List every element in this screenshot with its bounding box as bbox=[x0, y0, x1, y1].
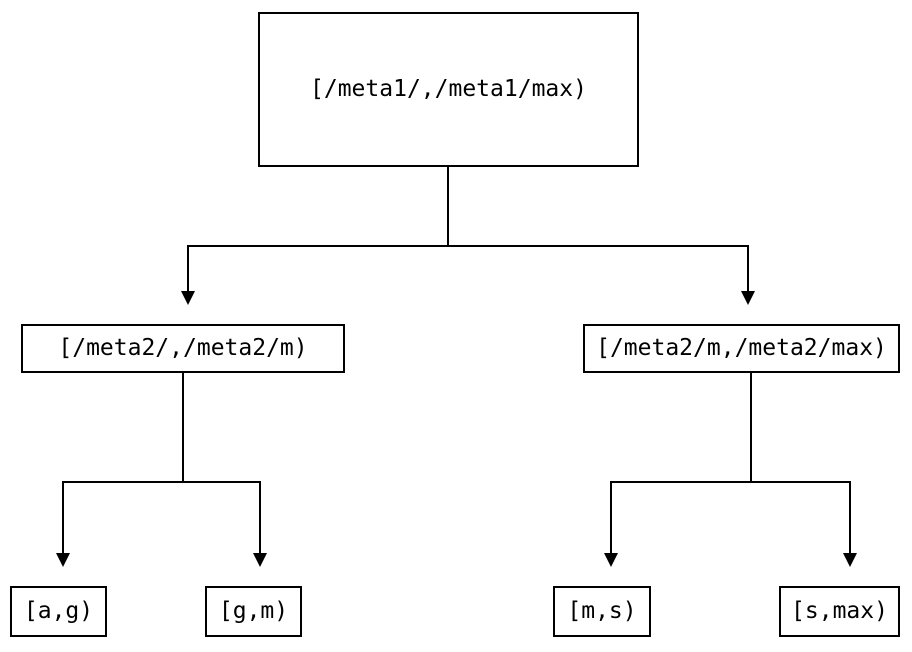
arrowhead-root-to-level2-left-icon bbox=[181, 291, 195, 305]
edge-level2-right-bar bbox=[610, 481, 851, 483]
node-root-label: [/meta1/,/meta1/max) bbox=[310, 76, 587, 102]
arrowhead-leaf-a-g-icon bbox=[56, 553, 70, 567]
edge-root-to-level2-right bbox=[747, 245, 749, 291]
edge-level2-right-to-leaf-s-max bbox=[849, 481, 851, 553]
arrowhead-leaf-s-max-icon bbox=[843, 553, 857, 567]
edge-level2-right-stem bbox=[750, 373, 752, 483]
node-leaf-g-m[interactable]: [g,m) bbox=[205, 586, 302, 637]
node-leaf-m-s-label: [m,s) bbox=[567, 598, 637, 624]
edge-level2-left-bar bbox=[62, 481, 261, 483]
arrowhead-leaf-m-s-icon bbox=[604, 553, 618, 567]
node-level2-right[interactable]: [/meta2/m,/meta2/max) bbox=[583, 324, 900, 373]
node-leaf-m-s[interactable]: [m,s) bbox=[553, 586, 651, 637]
node-level2-right-label: [/meta2/m,/meta2/max) bbox=[596, 335, 887, 361]
edge-root-bar bbox=[187, 245, 749, 247]
node-leaf-a-g-label: [a,g) bbox=[23, 598, 94, 624]
arrowhead-root-to-level2-right-icon bbox=[741, 291, 755, 305]
node-level2-left-label: [/meta2/,/meta2/m) bbox=[58, 335, 308, 361]
edge-level2-left-to-leaf-g-m bbox=[259, 481, 261, 553]
edge-level2-right-to-leaf-m-s bbox=[610, 481, 612, 553]
node-leaf-g-m-label: [g,m) bbox=[218, 598, 289, 624]
edge-level2-left-to-leaf-a-g bbox=[62, 481, 64, 553]
node-level2-left[interactable]: [/meta2/,/meta2/m) bbox=[21, 324, 345, 373]
node-leaf-a-g[interactable]: [a,g) bbox=[10, 586, 107, 637]
arrowhead-leaf-g-m-icon bbox=[253, 553, 267, 567]
node-root[interactable]: [/meta1/,/meta1/max) bbox=[258, 12, 639, 167]
edge-root-to-level2-left bbox=[187, 245, 189, 291]
node-leaf-s-max[interactable]: [s,max) bbox=[779, 586, 900, 637]
node-leaf-s-max-label: [s,max) bbox=[791, 598, 888, 624]
edge-level2-left-stem bbox=[182, 373, 184, 483]
edge-root-stem bbox=[447, 167, 449, 247]
